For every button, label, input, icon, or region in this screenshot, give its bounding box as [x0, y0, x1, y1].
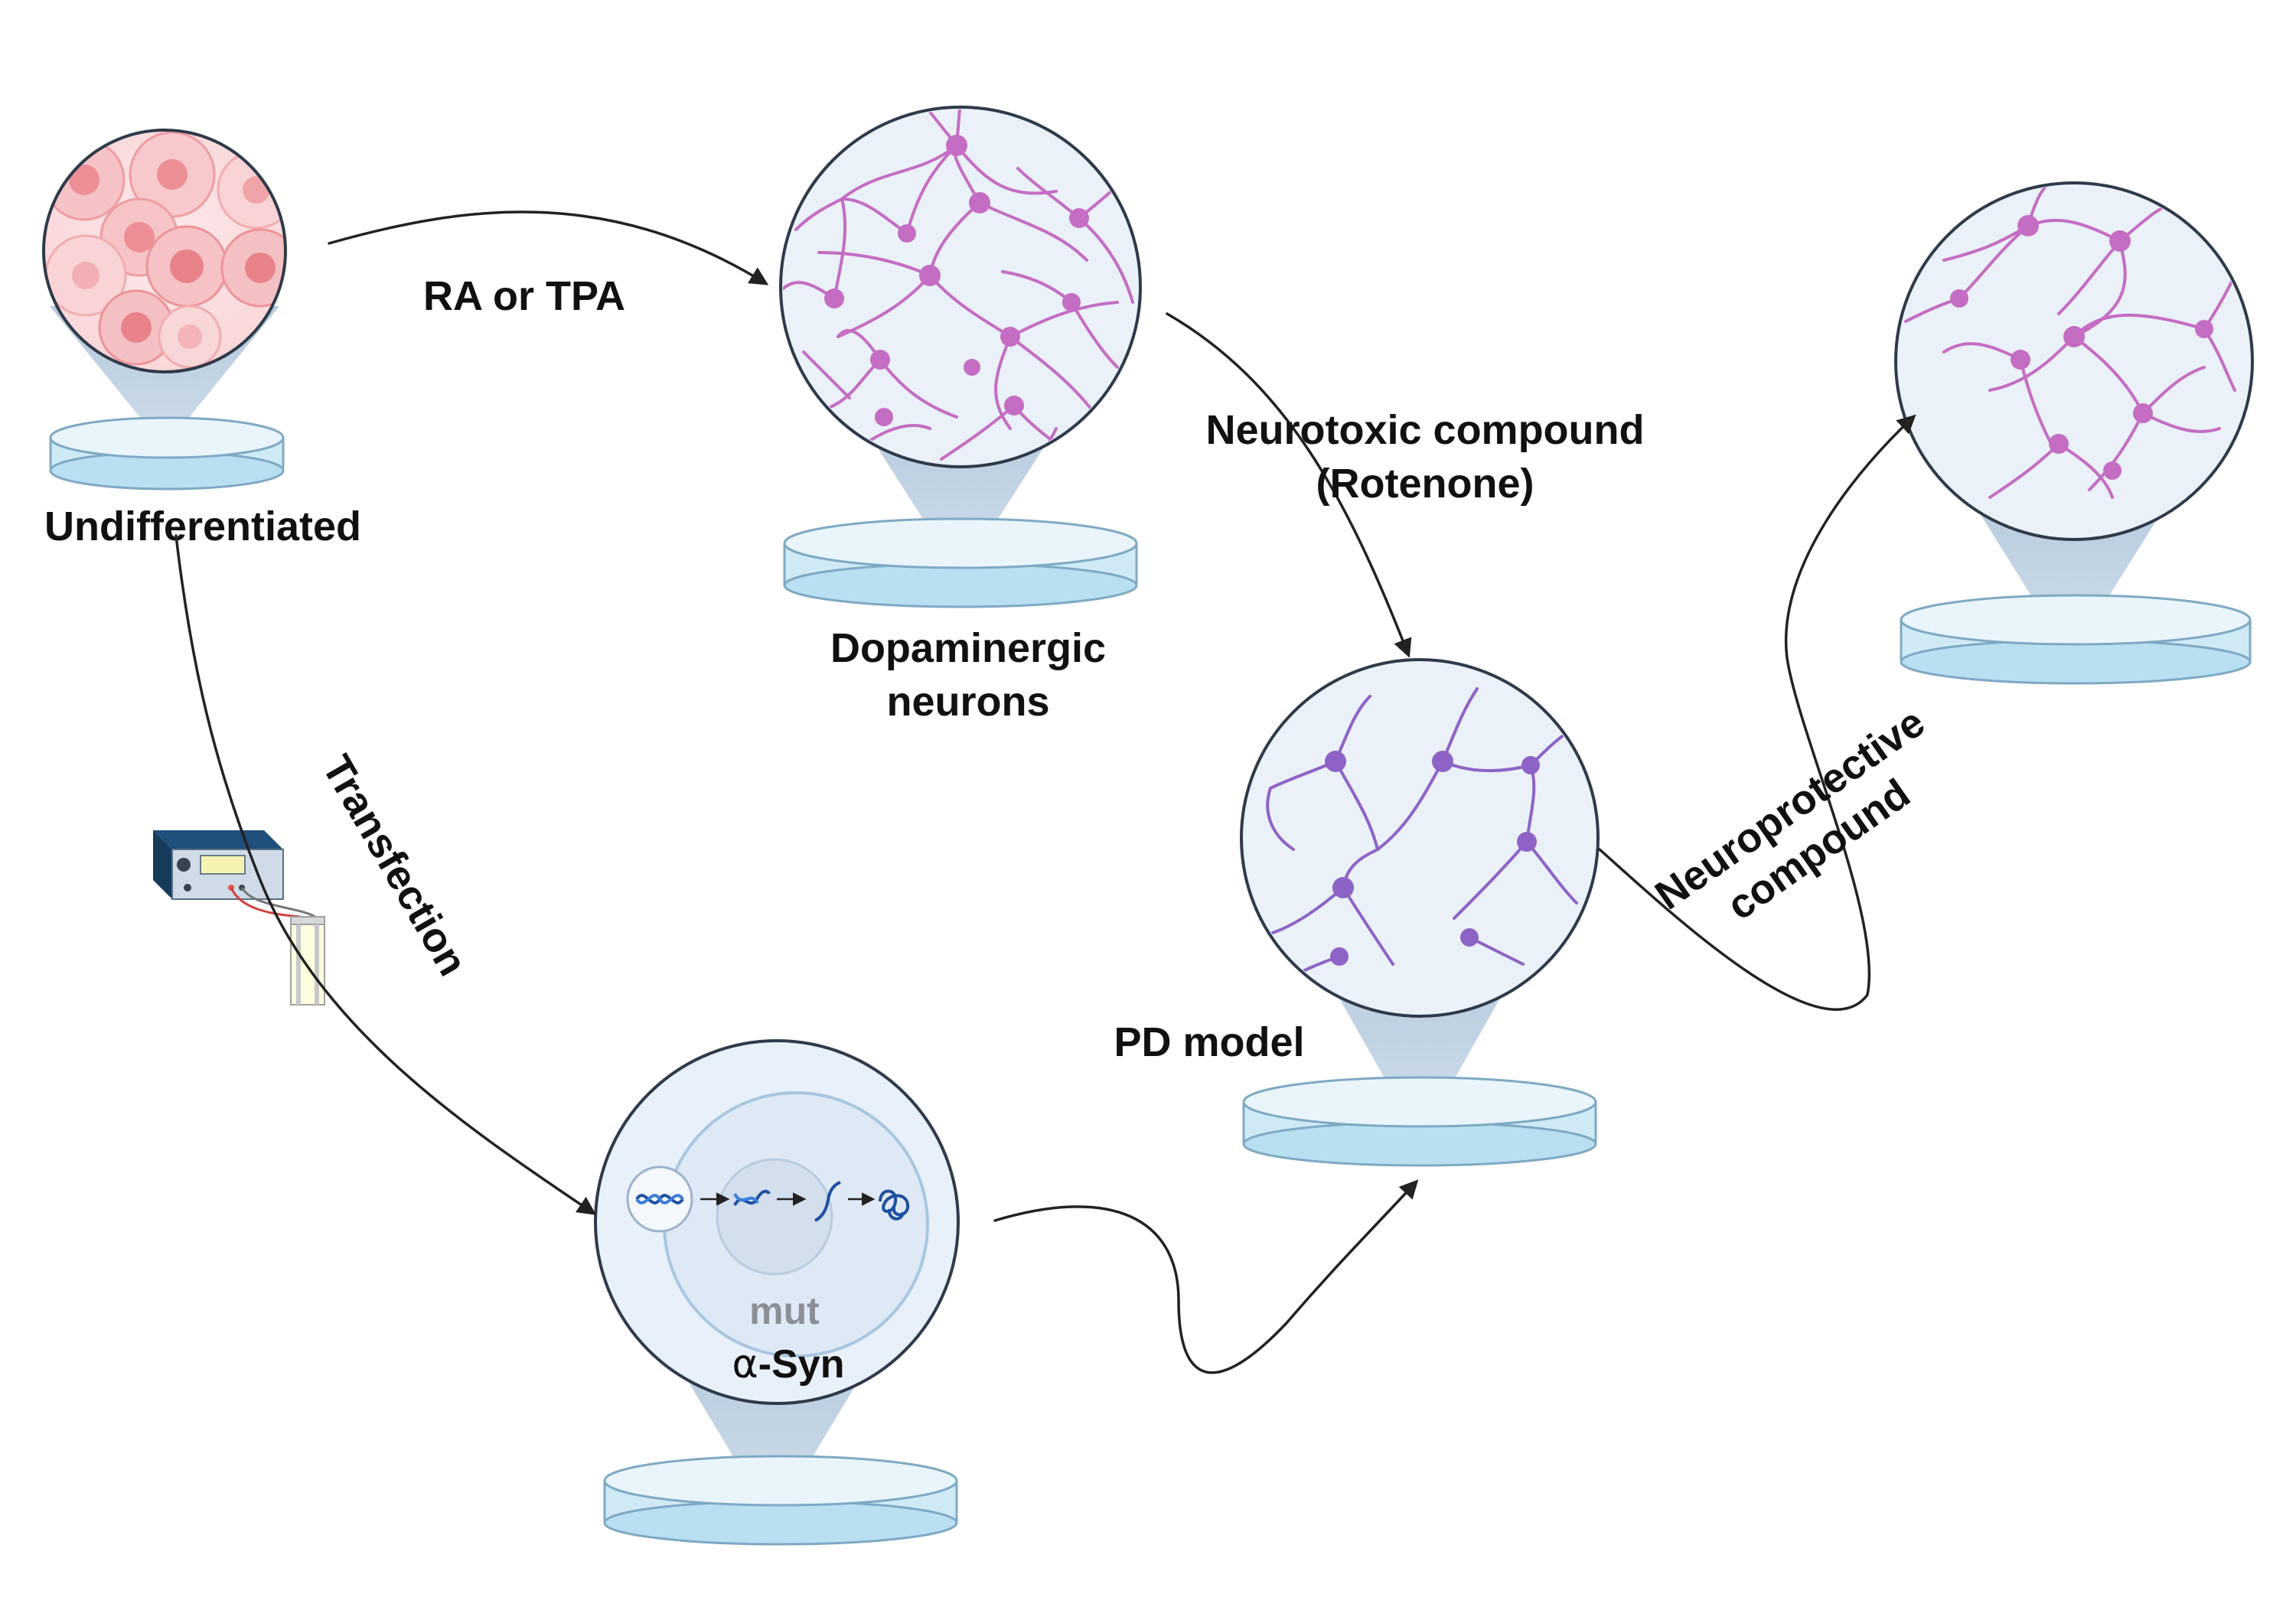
cuvette-icon: [290, 916, 325, 1006]
transfected-cell-icon: mut α-Syn: [594, 1039, 960, 1405]
neuron-network-icon: [1894, 181, 2254, 541]
dopaminergic-stage: Dopaminergic neurons: [779, 106, 1142, 725]
petri-dish-icon: [1242, 1076, 1597, 1167]
neuroprotected-stage: [1894, 181, 2254, 685]
label-alpha: α: [732, 1341, 758, 1387]
petri-dish-icon: [1900, 594, 2252, 685]
label-neuroprotective: Neuroprotective compound: [1647, 699, 1933, 929]
label-undifferentiated: Undifferentiated: [44, 504, 361, 549]
petri-dish-icon: [49, 416, 285, 491]
dna-icon: [626, 1165, 693, 1233]
cell-culture-icon: [42, 129, 287, 373]
label-transfection: Transfection: [313, 748, 476, 983]
label-mut: mut: [749, 1289, 820, 1332]
arrows: [174, 210, 1916, 1374]
protein-icon: [879, 1189, 910, 1221]
petri-dish-icon: [783, 517, 1138, 608]
arrow-transfection: [174, 534, 597, 1215]
label-ra-tpa: RA or TPA: [423, 273, 625, 319]
arrow-neuroprotective: [1598, 414, 1916, 1011]
mrna-icon: [814, 1181, 841, 1222]
label-dopaminergic-line2: neurons: [886, 679, 1049, 725]
petri-dish-icon: [603, 1455, 958, 1546]
label-neurotoxic-line1: Neurotoxic compound: [1205, 407, 1644, 453]
arrow-to-pd-model: [993, 1179, 1419, 1374]
dna-unwinding-icon: [733, 1189, 771, 1207]
transfected-stage: mut α-Syn: [594, 1039, 960, 1546]
label-dopaminergic-line1: Dopaminergic: [830, 625, 1106, 671]
arrow-neurotoxic: [1166, 312, 1412, 658]
undifferentiated-stage: Undifferentiated: [42, 129, 361, 549]
neuron-network-icon: [779, 106, 1142, 468]
arrow-differentiation: [328, 210, 769, 285]
electroporator-icon: [153, 830, 325, 1006]
pd-model-stage: PD model: [1114, 658, 1600, 1167]
neuron-network-icon: [1240, 658, 1600, 1018]
label-pd-model: PD model: [1114, 1019, 1304, 1065]
label-syn: -Syn: [758, 1342, 845, 1387]
label-alpha-syn: α-Syn: [732, 1341, 845, 1387]
label-neurotoxic-line2: (Rotenone): [1316, 461, 1534, 507]
